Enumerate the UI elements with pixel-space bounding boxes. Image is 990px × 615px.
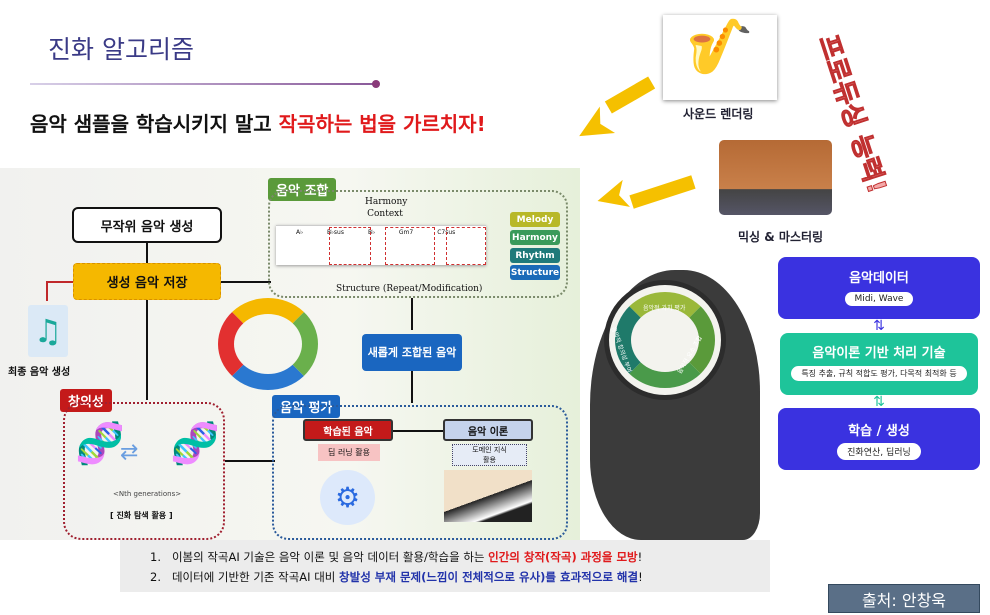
exchange-icon: ⇄ xyxy=(120,440,139,465)
title-underline xyxy=(30,83,375,85)
arrow-shaft xyxy=(604,76,656,114)
arrow xyxy=(411,371,413,403)
domain-knowledge-label: 도메인 지식 활용 xyxy=(452,444,527,466)
bidirectional-arrow-icon: ⇅ xyxy=(873,318,885,334)
score-highlight xyxy=(385,227,435,265)
note-item: 2. 데이터에 기반한 기존 작곡AI 대비 창발성 부재 문제(느낌이 전체적… xyxy=(150,567,770,587)
bidirectional-arrow-icon: ⇅ xyxy=(873,394,885,410)
chord-label: Gm7 xyxy=(398,229,414,236)
note-item: 1. 이봄의 작곡AI 기술은 음악 이론 및 음악 데이터 활용/학습을 하는… xyxy=(150,547,770,567)
music-data-sub: Midi, Wave xyxy=(844,292,914,306)
ai-brain-icon: ⚙ xyxy=(320,470,375,525)
music-theory-box: 음악 이론 xyxy=(443,419,533,441)
learned-music-box: 학습된 음악 xyxy=(303,419,393,441)
element-melody: Melody xyxy=(510,212,560,227)
sound-rendering-label: 사운드 렌더링 xyxy=(683,107,754,121)
arrow xyxy=(146,243,148,263)
note-text: 이봄의 작곡AI 기술은 음악 이론 및 음악 데이터 활용/학습을 하는 xyxy=(171,550,489,564)
theory-processing-sub: 특징 추출, 규칙 적합도 평가, 다목적 최적화 등 xyxy=(791,366,967,381)
mixing-studio-image xyxy=(719,140,832,215)
creativity-box xyxy=(63,402,225,540)
note-num: 1. xyxy=(150,550,161,564)
learn-generate-sub: 진화연산, 딥러닝 xyxy=(837,443,921,460)
arrow xyxy=(393,430,443,432)
mixing-mastering-label: 믹싱 & 마스터링 xyxy=(738,230,824,244)
cycle-icon xyxy=(218,298,318,390)
deep-learning-label: 딥 러닝 활용 xyxy=(318,444,380,461)
headline-part1: 음악 샘플을 학습시키지 말고 xyxy=(30,112,279,136)
arrow xyxy=(411,298,413,330)
store-music-box: 생성 음악 저장 xyxy=(73,263,221,300)
new-music-box: 새롭게 조합된 음악 xyxy=(362,334,462,371)
score-highlight xyxy=(446,227,486,265)
music-file-icon: ♫ xyxy=(28,305,68,357)
note-text: 데이터에 기반한 기존 작곡AI 대비 xyxy=(171,570,340,584)
note-end: ! xyxy=(638,570,643,584)
chord-label: A♭ xyxy=(296,229,303,236)
learn-generate-box: 학습 / 생성 진화연산, 딥러닝 xyxy=(778,408,980,470)
dna-icon: 🧬 xyxy=(170,421,220,467)
arrow-to-final xyxy=(46,281,73,301)
note-end: ! xyxy=(637,550,643,564)
structure-label: Structure (Repeat/Modification) xyxy=(336,284,483,294)
yellow-arrow-icon: ➤ xyxy=(589,168,638,227)
theory-processing-box: 음악이론 기반 처리 기술 특징 추출, 규칙 적합도 평가, 다목적 최적화 … xyxy=(780,333,978,395)
headline: 음악 샘플을 학습시키지 말고 작곡하는 법을 가르치자! xyxy=(30,108,486,137)
music-data-title: 음악데이터 xyxy=(849,271,909,286)
note-highlight: 인간의 창작(작곡) 과정을 모방 xyxy=(488,550,638,564)
chord-label: B♭ xyxy=(367,229,375,236)
slide-title: 진화 알고리즘 xyxy=(48,35,194,64)
element-structure: Structure xyxy=(510,265,560,280)
piano-sheet-image xyxy=(444,470,532,522)
note-highlight: 창발성 부재 문제(느낌이 전체적으로 유사)를 효과적으로 해결 xyxy=(339,570,639,584)
note-num: 2. xyxy=(150,570,161,584)
saxophone-image: 🎷 xyxy=(663,15,777,100)
harmony-context-label: Harmony Context xyxy=(365,197,408,219)
generations-label: <Nth generations> xyxy=(113,490,182,498)
headline-highlight: 작곡하는 법을 가르치자! xyxy=(278,112,486,136)
arrow xyxy=(225,460,275,462)
score-highlight xyxy=(329,227,371,265)
random-generation-box: 무작위 음악 생성 xyxy=(72,207,222,243)
theory-processing-title: 음악이론 기반 처리 기술 xyxy=(812,346,946,361)
evolution-caption: [ 진화 탐색 활용 ] xyxy=(110,511,173,520)
final-music-label: 최종 음악 생성 xyxy=(8,367,71,378)
dna-icon: 🧬 xyxy=(75,421,125,467)
source-badge: 출처: 안창욱 xyxy=(828,584,980,613)
title-underline-dot xyxy=(372,80,380,88)
arrow-shaft xyxy=(629,175,696,209)
arrow xyxy=(146,300,148,400)
chord-label: B♭sus xyxy=(326,229,344,236)
evaluate-box xyxy=(272,405,568,540)
cycle-value-evaluation: 음악적 가치 평가 xyxy=(643,305,686,312)
learn-generate-title: 학습 / 생성 xyxy=(848,424,910,439)
element-rhythm: Rhythm xyxy=(510,248,560,263)
combine-box xyxy=(268,190,568,298)
music-data-box: 음악데이터 Midi, Wave xyxy=(778,257,980,319)
arrow xyxy=(221,281,271,283)
notes-box: 1. 이봄의 작곡AI 기술은 음악 이론 및 음악 데이터 활용/학습을 하는… xyxy=(120,540,770,592)
element-harmony: Harmony xyxy=(510,230,560,245)
